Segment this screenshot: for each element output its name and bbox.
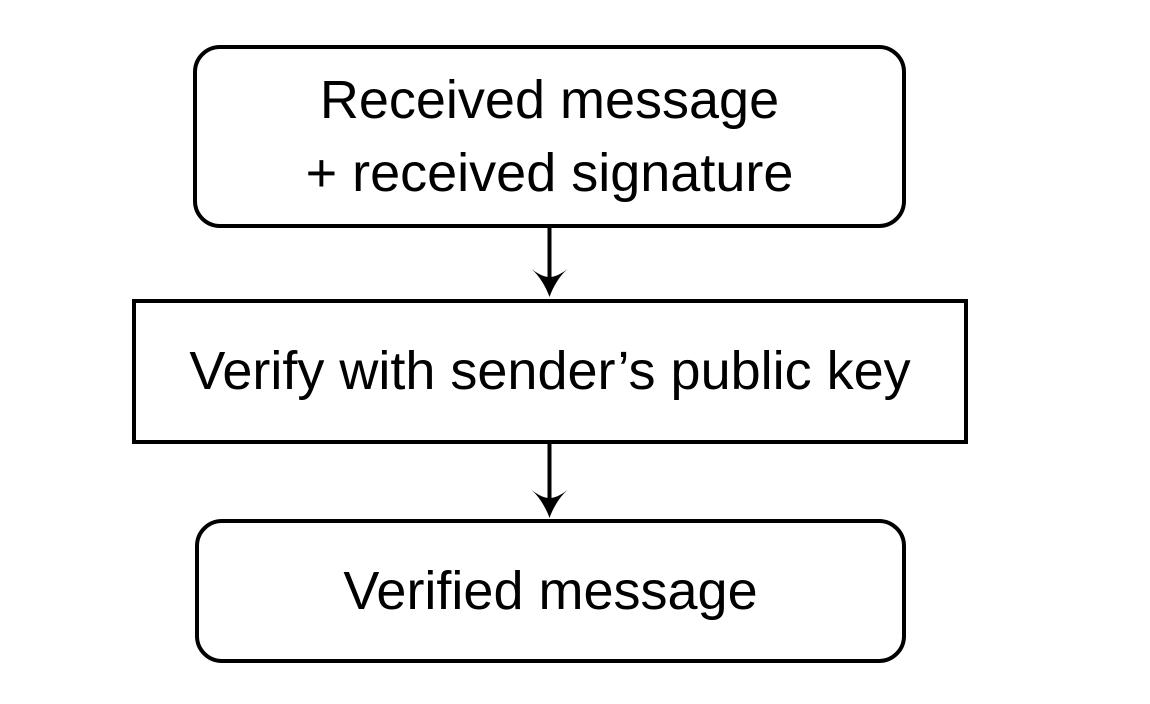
node-label-line: Verified message	[343, 560, 758, 621]
node-received-message-plus-signature: Received message + received signature	[193, 45, 906, 228]
arrow-verify-to-verified	[531, 443, 568, 518]
node-label-line: Verify with sender’s public key	[189, 341, 911, 402]
arrow-received-to-verify	[531, 227, 568, 297]
node-label-line: + received signature	[305, 142, 794, 203]
node-label-line: Received message	[319, 69, 780, 130]
node-verify-with-public-key: Verify with sender’s public key	[132, 299, 968, 444]
node-verified-message: Verified message	[195, 519, 906, 663]
